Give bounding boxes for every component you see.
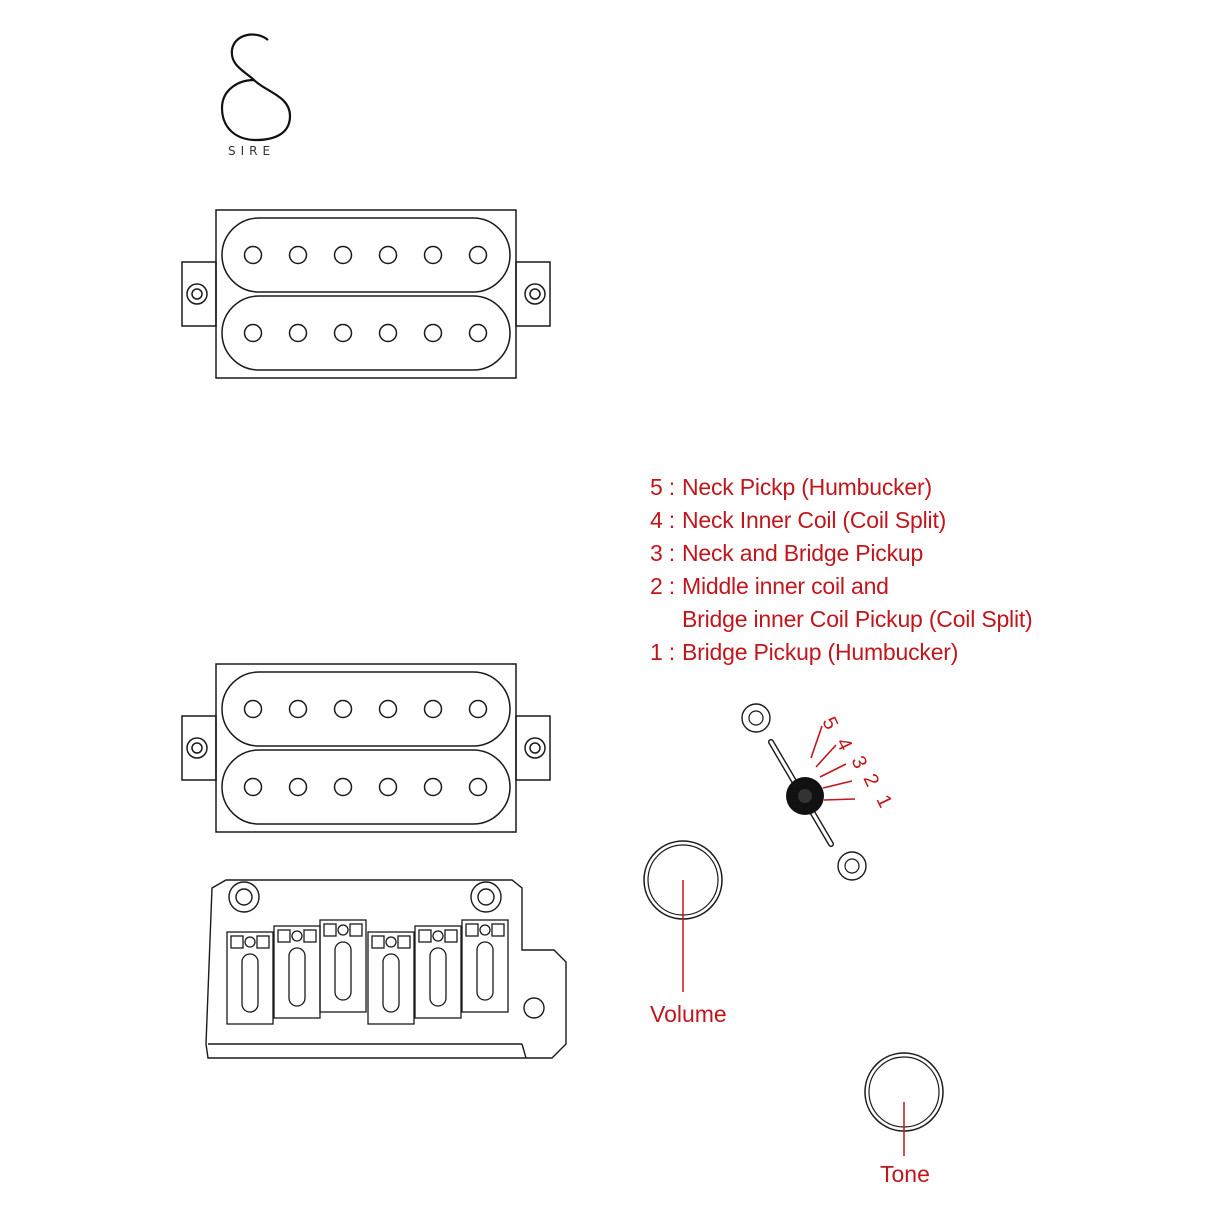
- legend-item: Bridge inner Coil Pickup (Coil Split): [650, 606, 1033, 633]
- pickup-ring: [215, 663, 517, 833]
- pole-piece: [423, 245, 443, 265]
- legend-item: 1 : Bridge Pickup (Humbucker): [650, 639, 958, 666]
- pole-piece: [378, 699, 398, 719]
- tone-pot: [864, 1052, 944, 1156]
- saddle: [319, 919, 367, 1013]
- pole-piece: [468, 777, 488, 797]
- pole-piece: [378, 245, 398, 265]
- pole-piece: [288, 323, 308, 343]
- pole-piece: [468, 323, 488, 343]
- saddle: [273, 925, 321, 1019]
- legend-item: 5 : Neck Pickp (Humbucker): [650, 474, 932, 501]
- saddle-slot: [476, 941, 494, 1001]
- pole-piece: [423, 699, 443, 719]
- legend-text: Middle inner coil and: [682, 573, 889, 599]
- bridge-saddles: [226, 919, 509, 1025]
- pole-piece: [333, 777, 353, 797]
- legend-text: Bridge inner Coil Pickup (Coil Split): [682, 606, 1033, 632]
- saddle: [367, 931, 415, 1025]
- legend-num: 1 :: [650, 639, 675, 665]
- legend-num: 5 :: [650, 474, 675, 500]
- switch-position-label: 1: [872, 792, 897, 812]
- upper-coil: [221, 217, 511, 293]
- pole-piece: [333, 245, 353, 265]
- volume-label: Volume: [650, 1001, 727, 1027]
- pole-piece: [243, 699, 263, 719]
- lower-coil: [221, 749, 511, 825]
- bridge-pickup: [181, 663, 551, 833]
- switch-screw-bottom: [837, 851, 867, 881]
- legend-text: Bridge Pickup (Humbucker): [682, 639, 959, 665]
- tone-label: Tone: [880, 1161, 930, 1187]
- pole-piece: [243, 777, 263, 797]
- switch-position-label: 5: [818, 714, 843, 734]
- mount-tab-right: [515, 261, 551, 327]
- switch-tick: [823, 798, 856, 801]
- mount-screw-right: [524, 283, 546, 305]
- pole-piece: [333, 323, 353, 343]
- switch-tick: [810, 725, 823, 759]
- pole-piece: [378, 777, 398, 797]
- pole-piece: [468, 699, 488, 719]
- pole-piece: [288, 699, 308, 719]
- saddle-slot: [288, 947, 306, 1007]
- switch-position-label: 4: [832, 735, 857, 755]
- saddle: [226, 931, 274, 1025]
- pole-piece: [243, 245, 263, 265]
- volume-pot: [643, 840, 723, 992]
- pole-piece: [333, 699, 353, 719]
- legend-text: Neck Inner Coil (Coil Split): [682, 507, 947, 533]
- legend-num: 4 :: [650, 507, 675, 533]
- saddle-slot: [334, 941, 352, 1001]
- legend-item: 4 : Neck Inner Coil (Coil Split): [650, 507, 946, 534]
- switch-tick: [819, 763, 847, 778]
- mount-tab-right: [515, 715, 551, 781]
- mount-tab-left: [181, 715, 217, 781]
- saddle-slot: [382, 953, 400, 1013]
- pole-piece: [468, 245, 488, 265]
- pole-piece: [288, 777, 308, 797]
- legend-item: 3 : Neck and Bridge Pickup: [650, 540, 923, 567]
- saddle-slot: [429, 947, 447, 1007]
- switch-tick: [815, 744, 837, 768]
- switch-position-label: 3: [847, 753, 872, 773]
- legend-num: 3 :: [650, 540, 675, 566]
- pickup-ring: [215, 209, 517, 379]
- saddle-slot: [241, 953, 259, 1013]
- pole-piece: [378, 323, 398, 343]
- legend-text: Neck Pickp (Humbucker): [682, 474, 932, 500]
- saddle: [414, 925, 462, 1019]
- mount-screw-left: [186, 283, 208, 305]
- pole-piece: [243, 323, 263, 343]
- pole-piece: [423, 323, 443, 343]
- mount-screw-right: [524, 737, 546, 759]
- legend-item: 2 : Middle inner coil and: [650, 573, 889, 600]
- pole-piece: [423, 777, 443, 797]
- legend-num: 2 :: [650, 573, 675, 599]
- bridge-hardware: [205, 879, 567, 1059]
- switch-tick: [822, 780, 853, 789]
- mount-tab-left: [181, 261, 217, 327]
- switch-position-label: 2: [859, 771, 884, 791]
- selector-switch: [741, 703, 867, 881]
- pole-piece: [288, 245, 308, 265]
- mount-screw-left: [186, 737, 208, 759]
- lower-coil: [221, 295, 511, 371]
- neck-pickup: [181, 209, 551, 379]
- saddle: [461, 919, 509, 1013]
- legend-text: Neck and Bridge Pickup: [682, 540, 924, 566]
- sire-logo-icon: [220, 33, 292, 142]
- brand-name: SIRE: [228, 144, 276, 158]
- switch-screw-top: [741, 703, 771, 733]
- upper-coil: [221, 671, 511, 747]
